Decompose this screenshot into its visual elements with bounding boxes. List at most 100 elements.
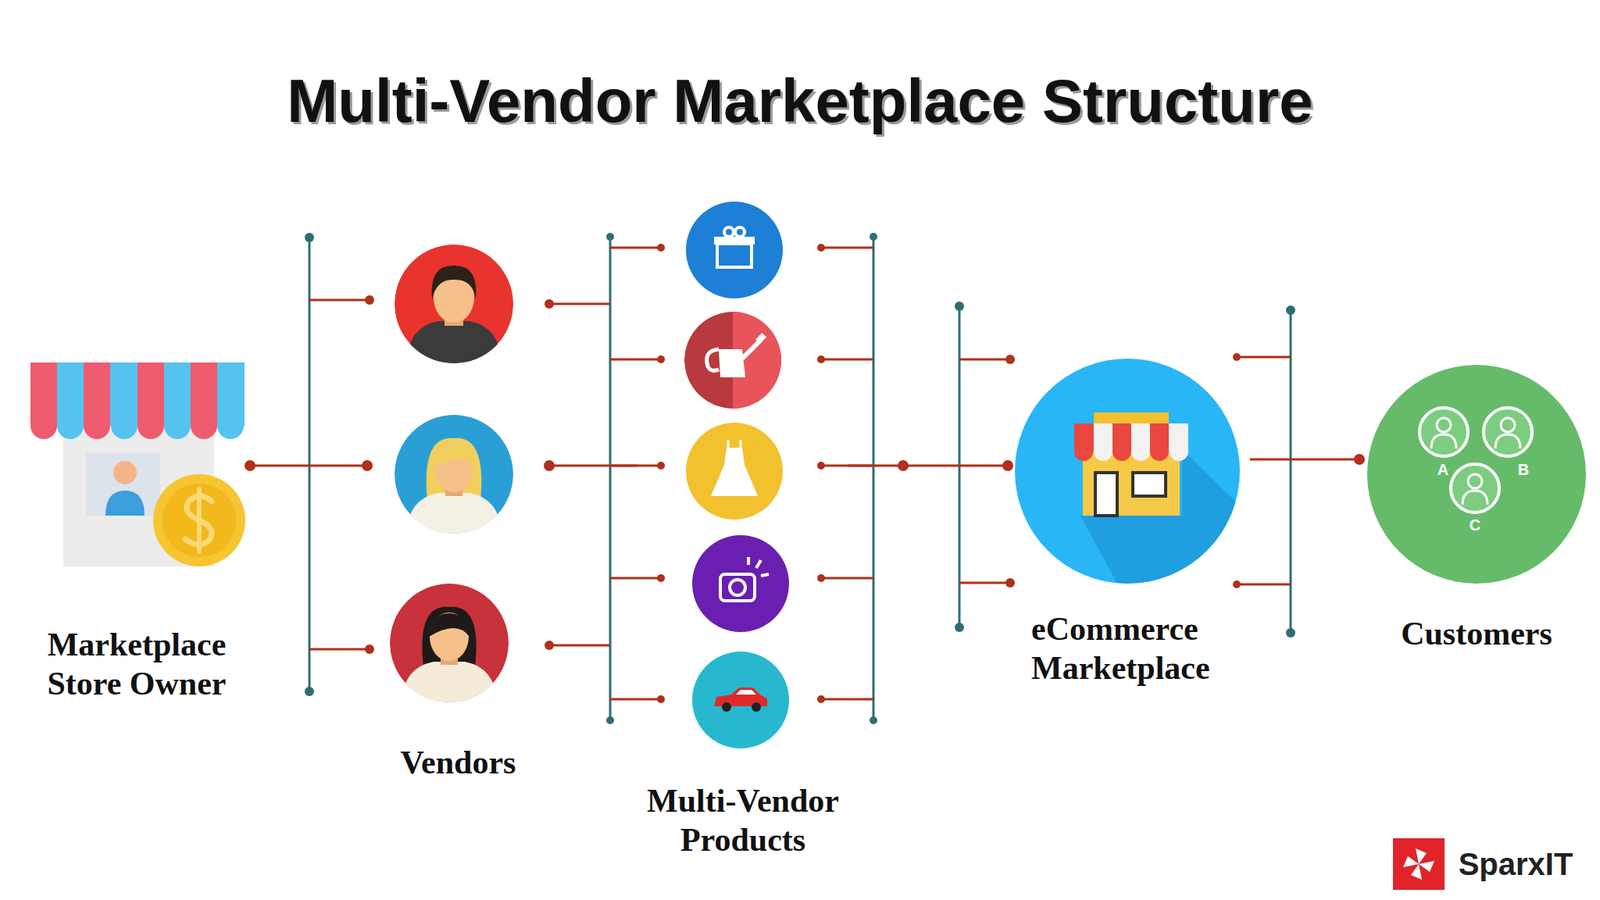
car-icon-part	[721, 702, 732, 712]
marketplace-icon-part	[1074, 423, 1189, 461]
bracket-dots-part-part	[869, 232, 878, 241]
bracket-dots-part-part	[817, 355, 825, 364]
vendor-avatar-part	[407, 492, 501, 534]
dress-icon-part	[727, 439, 730, 448]
customers-icon-part-part	[1431, 434, 1457, 449]
dress-icon-part	[739, 439, 743, 448]
customers-icon-part-part	[1467, 474, 1483, 489]
marketplace-icon-part	[1093, 412, 1169, 424]
marketplace-icon-part	[1132, 472, 1166, 497]
bracket-dots-part-part	[817, 695, 825, 704]
store-owner-icon-part-part	[137, 412, 165, 440]
logo-mark-part-part	[1418, 860, 1435, 872]
marketplace-icon-part	[1080, 449, 1250, 584]
car-icon-part	[751, 702, 761, 712]
bracket-dots-part	[304, 232, 1296, 725]
watering-can-icon-part	[742, 339, 761, 359]
bracket-lines-part-part	[1236, 583, 1291, 586]
customers-icon	[1367, 364, 1586, 584]
store-owner-icon	[30, 362, 246, 567]
connector-dot	[361, 460, 373, 472]
connector-dot	[244, 460, 256, 472]
bracket-dots-part-part	[1232, 580, 1241, 589]
person-letter: A	[1437, 460, 1449, 479]
bracket-dots-part-part	[869, 716, 878, 725]
dress-icon-part	[685, 422, 783, 520]
bracket-lines-part-part	[959, 358, 1011, 361]
customers-icon-part-part	[1450, 464, 1500, 513]
vendor-avatar-part	[426, 438, 483, 501]
store-owner-icon-part	[196, 489, 202, 552]
gift-icon-part	[714, 236, 755, 245]
logo-mark-part	[1403, 848, 1435, 880]
bracket-lines-part-part	[610, 577, 661, 580]
marketplace-icon-part-part	[1150, 442, 1169, 461]
bracket-lines-part-part	[959, 582, 1011, 585]
car-icon-part	[735, 689, 757, 695]
watering-can-icon	[684, 311, 782, 409]
bracket-lines-part-part	[309, 299, 370, 302]
vendor-avatar-part	[432, 265, 477, 300]
camera-icon-part	[720, 574, 755, 601]
customers-icon-part	[1367, 364, 1586, 584]
customers-icon-part-part	[1436, 417, 1451, 433]
bracket-dots-part-part	[657, 461, 665, 470]
bracket-lines-part-part	[610, 698, 661, 701]
node-label: Multi-Vendor Products	[637, 781, 849, 861]
camera-icon-part	[756, 560, 761, 568]
marketplace-node: eCommerce Marketplace	[1007, 355, 1250, 689]
bracket-lines-part-part	[821, 698, 874, 701]
node-label: Customers	[1359, 614, 1594, 654]
logo-text: SparxIT	[1458, 846, 1574, 883]
dress-icon-part	[710, 447, 758, 497]
bracket-lines-part-part	[610, 358, 661, 361]
vendor-avatar-part	[407, 321, 501, 364]
store-owner-icon-part	[85, 453, 161, 516]
bracket-dots-part-part	[1005, 578, 1015, 588]
bracket-dots-part-part	[817, 243, 825, 252]
customers-node: Customers	[1359, 355, 1594, 654]
bracket-lines-part-part	[549, 644, 611, 647]
bracket-dots-part-part	[1005, 354, 1015, 365]
bracket-dots-part-part	[544, 640, 554, 650]
bracket-lines-part-part	[821, 358, 874, 361]
person-letter: B	[1517, 460, 1529, 479]
watering-can-icon-part	[707, 349, 719, 371]
bracket-lines-part-part	[309, 648, 370, 651]
node-label: eCommerce Marketplace	[1031, 609, 1250, 689]
products-node: Multi-Vendor Products	[637, 199, 849, 861]
camera-icon	[692, 535, 790, 633]
vendor-avatar-part	[389, 583, 509, 703]
store-owner-icon-part-part	[57, 412, 84, 440]
connector	[1250, 453, 1365, 465]
bracket-dots-part-part	[657, 695, 665, 704]
connector-dot	[1353, 453, 1365, 465]
gift-icon	[685, 201, 783, 299]
bracket-dots-part-part	[1232, 353, 1241, 361]
car-icon-part	[692, 651, 790, 749]
customers-icon-part	[1419, 407, 1533, 513]
store-owner-icon-part	[162, 483, 236, 558]
bracket-dots-part-part	[817, 461, 825, 470]
bracket-lines-part-part	[1236, 356, 1291, 359]
bracket-lines-part-part	[610, 246, 661, 250]
marketplace-icon	[1014, 358, 1250, 584]
connector-line	[848, 464, 1008, 468]
vendor-avatar-part	[429, 612, 469, 661]
store-owner-icon-part	[30, 362, 245, 440]
marketplace-icon-part	[1095, 472, 1118, 516]
bracket-lines-part-part	[872, 236, 875, 721]
store-owner-icon-part-part	[110, 412, 138, 440]
store-owner-icon-part	[105, 490, 145, 516]
vendor-avatar	[394, 414, 514, 534]
connector	[244, 460, 373, 472]
store-owner-icon-part-part	[83, 412, 111, 440]
bracket-dots	[304, 232, 1296, 725]
gift-icon-part	[724, 227, 734, 237]
gift-icon-part	[717, 243, 752, 268]
person-letter: C	[1469, 516, 1481, 535]
bracket-dots-part-part	[606, 716, 615, 725]
connector	[543, 460, 638, 472]
connector-dot	[543, 460, 555, 472]
dress-icon	[685, 422, 783, 520]
